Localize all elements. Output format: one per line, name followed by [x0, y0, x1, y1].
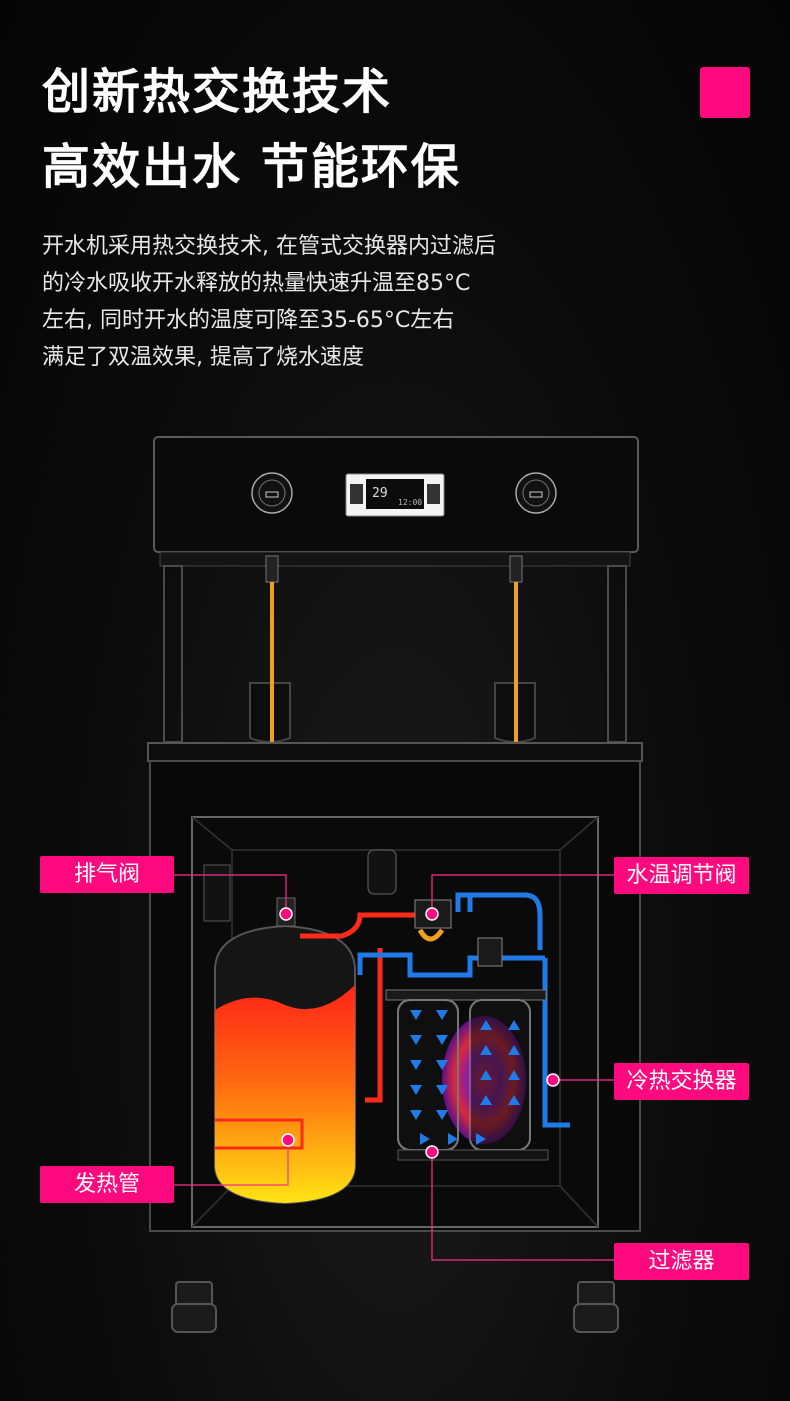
cups	[249, 682, 536, 743]
hot-pipe	[300, 912, 430, 1103]
upper-frame	[163, 565, 627, 743]
water-taps	[265, 555, 523, 583]
warm-water-button-icon[interactable]	[515, 472, 557, 514]
description: 开水机采用热交换技术, 在管式交换器内过滤后 的冷水吸收开水释放的热量快速升温至…	[42, 228, 622, 376]
callout-temp-valve: 水温调节阀	[614, 857, 749, 894]
flow-arrow-icon	[410, 1010, 520, 1145]
wheels	[171, 1281, 619, 1333]
description-line: 满足了双温效果, 提高了烧水速度	[42, 345, 364, 370]
headline-line-2: 高效出水 节能环保	[42, 139, 461, 195]
filter-assembly	[385, 989, 549, 1161]
display-time: 12:00	[398, 498, 422, 507]
callout-filter: 过滤器	[614, 1243, 749, 1280]
callout-exchanger: 冷热交换器	[614, 1063, 749, 1100]
description-line: 开水机采用热交换技术, 在管式交换器内过滤后	[42, 234, 496, 259]
headline-line-1: 创新热交换技术	[42, 64, 393, 120]
description-line: 的冷水吸收开水释放的热量快速升温至85°C	[42, 271, 471, 296]
description-line: 左右, 同时开水的温度可降至35-65°C左右	[42, 308, 455, 333]
heating-element	[215, 1118, 304, 1150]
control-panel: 29 12:00	[153, 436, 639, 567]
accent-square	[700, 67, 750, 118]
hot-water-button-icon[interactable]	[251, 472, 293, 514]
heating-tank	[214, 897, 356, 1205]
callout-heater: 发热管	[40, 1166, 174, 1203]
callout-exhaust-valve: 排气阀	[40, 856, 174, 893]
valve-assembly	[203, 849, 503, 967]
display-temperature: 29	[372, 486, 388, 501]
callout-lines	[174, 874, 614, 1261]
lcd-display: 29 12:00	[345, 473, 445, 517]
cold-pipe	[357, 892, 570, 1128]
callout-dots	[279, 907, 560, 1159]
